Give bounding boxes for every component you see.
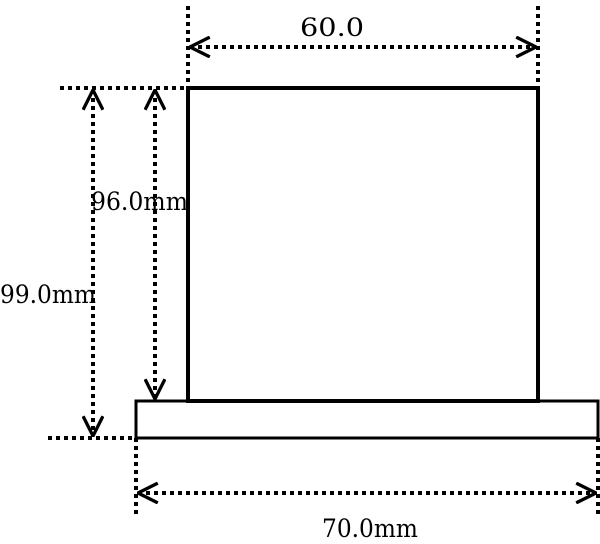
base-plate: [134, 399, 600, 440]
upper-block: [186, 86, 540, 403]
extension-lines: [48, 6, 600, 515]
label-top-width: 60.0: [300, 13, 364, 42]
label-bottom-width: 70.0mm: [322, 514, 418, 543]
label-inner-height: 96.0mm: [91, 187, 188, 216]
label-total-height: 99.0mm: [0, 280, 96, 309]
dimension-lines: [93, 47, 596, 493]
